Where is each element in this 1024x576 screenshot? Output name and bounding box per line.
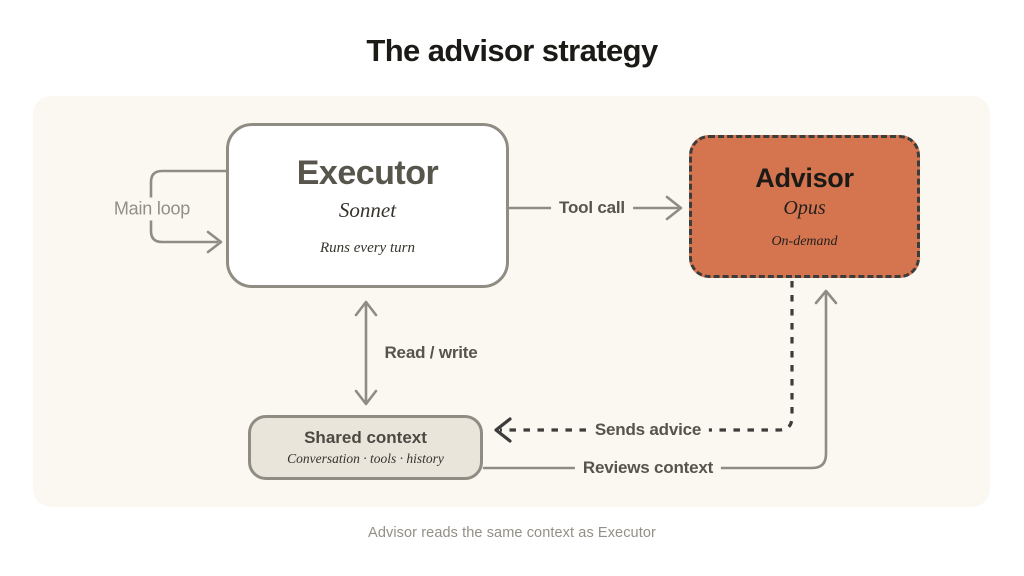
- main-loop-label: Main loop: [105, 197, 199, 221]
- shared-context-subtitle: Conversation · tools · history: [287, 451, 444, 466]
- advisor-note: On-demand: [771, 234, 838, 249]
- shared-context-node: Shared context Conversation · tools · hi…: [248, 415, 483, 480]
- executor-title: Executor: [296, 154, 439, 192]
- executor-model-label: Sonnet: [338, 198, 397, 222]
- tool-call-label: Tool call: [551, 197, 633, 219]
- advisor-model-label: Opus: [783, 197, 826, 219]
- shared-context-title: Shared context: [304, 428, 427, 447]
- reviews-context-label: Reviews context: [574, 457, 722, 479]
- sends-advice-label: Sends advice: [586, 419, 710, 441]
- footer-caption: Advisor reads the same context as Execut…: [368, 525, 656, 541]
- advisor-node: Advisor Opus On-demand: [689, 135, 920, 278]
- read-write-label: Read / write: [384, 343, 478, 362]
- page-title: The advisor strategy: [366, 33, 658, 68]
- executor-note: Runs every turn: [320, 240, 415, 256]
- executor-node: Executor Sonnet Runs every turn: [226, 123, 509, 288]
- advisor-title: Advisor: [755, 163, 854, 193]
